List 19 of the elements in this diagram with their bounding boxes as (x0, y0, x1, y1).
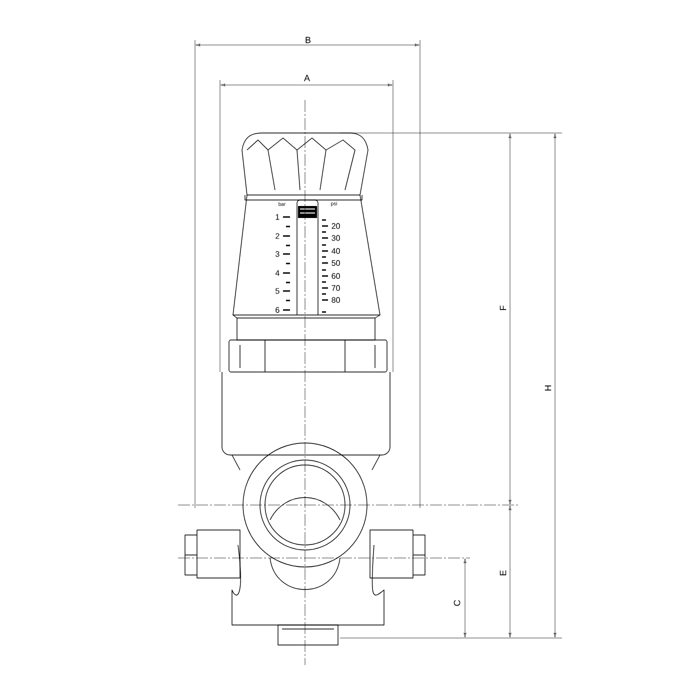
dimension-label: B (304, 36, 312, 44)
dimension-label: A (303, 74, 311, 82)
scale-number: 80 (332, 297, 340, 303)
scale-number: 5 (276, 288, 280, 294)
dimension-label: E (498, 569, 508, 577)
scale-number: 40 (332, 248, 340, 254)
dimension-label: C (452, 598, 462, 608)
dimension-label: F (498, 304, 508, 312)
scale-number: 4 (275, 270, 280, 276)
scale-number: 6 (276, 307, 280, 313)
scale-number: 1 (276, 214, 280, 220)
scale-number: 3 (276, 251, 280, 257)
scale-number: 50 (332, 260, 340, 266)
scale-number: 2 (276, 233, 280, 239)
scale-number: 30 (332, 235, 340, 241)
scale-number: 70 (332, 285, 340, 291)
scale-number: 60 (332, 273, 340, 279)
scale-number: 20 (332, 223, 340, 229)
dimension-label: H (544, 384, 552, 392)
